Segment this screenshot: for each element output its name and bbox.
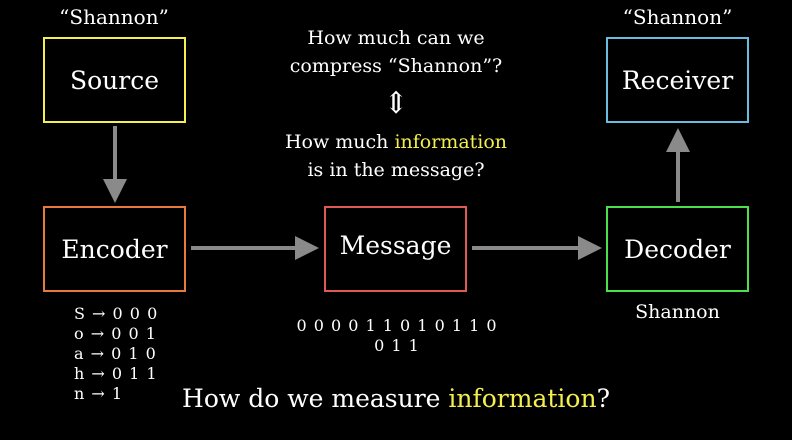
source-quote: “Shannon” [59,5,169,29]
question-line-4: is in the message? [307,159,485,181]
compression-question: How much can we compress “Shannon”? ⇕ Ho… [246,24,546,184]
encoder-box: Encoder [43,206,186,292]
equivalence-arrow-icon: ⇕ [383,86,409,121]
decoder-output: Shannon [635,301,720,323]
code-row: o → 0 0 1 [74,324,157,343]
measure-question-prefix: How do we measure [182,384,449,413]
receiver-box: Receiver [606,37,749,123]
encoder-code-table: S → 0 0 0 o → 0 0 1 a → 0 1 0 h → 0 1 1 … [74,304,158,404]
measure-question: How do we measure information? [150,384,642,413]
measure-information-highlight: information [448,384,597,413]
decoder-label: Decoder [624,234,731,264]
question-line-3: How much information [246,128,546,156]
source-box: Source [43,37,186,123]
code-row: a → 0 1 0 [74,344,157,363]
decoder-box: Decoder [606,206,749,292]
question-line-3-prefix: How much [284,131,395,153]
code-row: n → 1 [74,384,124,403]
message-box: Message [324,206,467,292]
receiver-quote: “Shannon” [622,5,733,29]
measure-question-suffix: ? [596,384,610,413]
information-highlight: information [394,131,508,153]
question-line-1: How much can we [307,27,485,49]
receiver-label: Receiver [621,65,734,95]
message-bits: 0 0 0 0 1 1 0 1 0 1 1 0 0 1 1 [296,316,498,355]
question-line-2: compress “Shannon”? [289,55,503,77]
message-label: Message [339,230,452,260]
code-row: h → 0 1 1 [74,364,158,383]
encoder-label: Encoder [61,234,168,264]
code-row: S → 0 0 0 [74,304,159,323]
source-label: Source [69,65,160,95]
